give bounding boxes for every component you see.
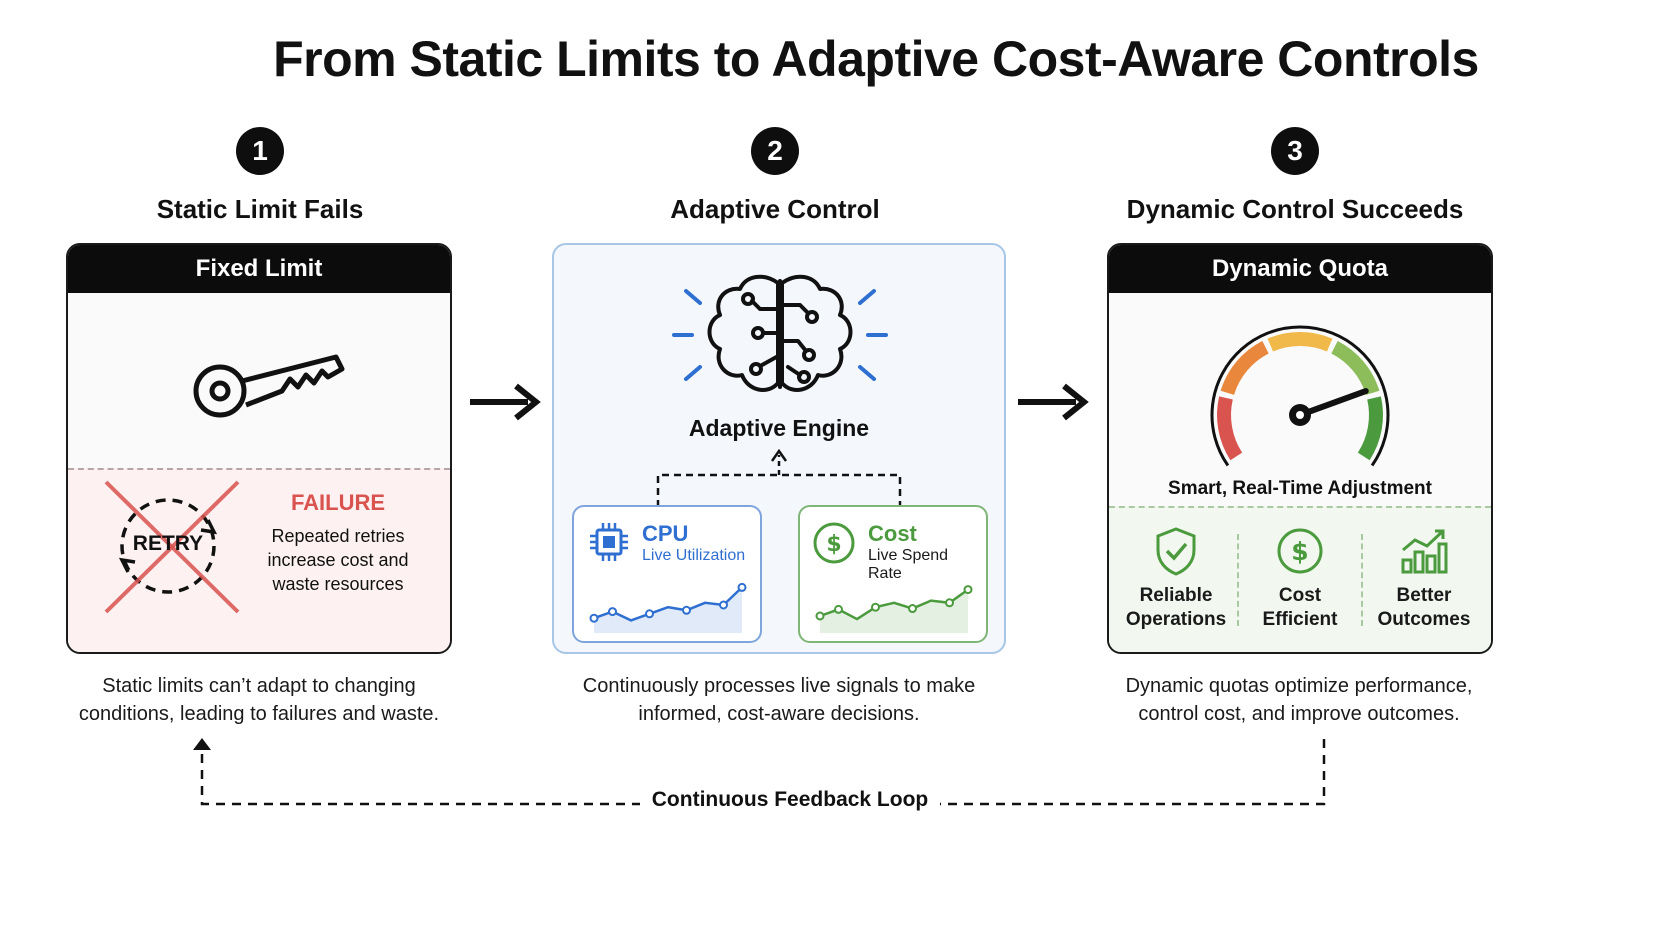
cpu-subtitle: Live Utilization	[642, 547, 746, 564]
sparkline-point	[963, 585, 973, 595]
page-title: From Static Limits to Adaptive Cost-Awar…	[273, 31, 1479, 87]
dynamic-quota-header: Dynamic Quota	[1109, 245, 1491, 293]
dollar-coin-icon: $	[813, 522, 855, 564]
growth-chart-icon	[1401, 529, 1448, 574]
sparkline-point	[737, 582, 747, 592]
feedback-loop-label: Continuous Feedback Loop	[640, 788, 940, 812]
step-2-number: 2	[751, 127, 799, 175]
sparkline-point	[719, 600, 728, 610]
failure-line-2: increase cost and	[267, 550, 409, 570]
arrow-right-icon	[1018, 383, 1089, 421]
step-1-number: 1	[236, 127, 284, 175]
sparkline-line	[819, 588, 969, 621]
cost-subtitle: Live Spend Rate	[868, 547, 949, 582]
gauge-needle	[1297, 388, 1369, 418]
adaptive-control-card: Adaptive Engine CPU Live Utilization $ C…	[552, 243, 1006, 654]
svg-text:$: $	[1291, 537, 1308, 566]
sparkline-point	[834, 604, 843, 614]
arrow-right-icon	[470, 383, 541, 421]
sparkline-line	[593, 586, 743, 622]
sparkline-point	[608, 607, 617, 617]
shield-check-icon	[1156, 527, 1196, 576]
fixed-limit-header: Fixed Limit	[68, 245, 450, 293]
svg-text:$: $	[826, 532, 841, 557]
failure-label: FAILURE	[290, 490, 386, 515]
sparkline-point	[645, 609, 654, 619]
cost-title: Cost	[868, 521, 917, 546]
fixed-limit-card: Fixed Limit RETRY FAILURE Repeated retri…	[66, 243, 452, 654]
signal-connector	[656, 449, 902, 507]
brain-icon	[672, 274, 888, 392]
step-3-number: 3	[1271, 127, 1319, 175]
sparkline-point	[945, 598, 954, 608]
sparkline-point	[682, 605, 691, 615]
benefit-reliable-operations: Reliable Operations	[1125, 585, 1227, 630]
failure-line-1: Repeated retries	[271, 526, 405, 546]
sparkline-point	[871, 602, 880, 612]
step-1-caption: Static limits can’t adapt to changing co…	[78, 675, 440, 725]
gauge-icon	[1210, 325, 1390, 467]
dollar-coin-icon: $	[1277, 528, 1323, 574]
key-icon	[193, 354, 345, 418]
step-3-title: Dynamic Control Succeeds	[1126, 194, 1464, 224]
failure-description: Repeated retries increase cost and waste…	[248, 524, 428, 596]
benefits-zone: Reliable Operations $ Cost Efficient Bet…	[1109, 506, 1491, 652]
failure-zone: RETRY FAILURE Repeated retries increase …	[68, 468, 450, 652]
step-3-caption: Dynamic quotas optimize performance, con…	[1125, 675, 1473, 725]
step-2-title: Adaptive Control	[670, 194, 880, 224]
gauge-label: Smart, Real-Time Adjustment	[1168, 478, 1432, 499]
benefit-better-outcomes: Better Outcomes	[1377, 585, 1471, 630]
dynamic-quota-card: Dynamic Quota Smart, Real-Time Adjustmen…	[1107, 243, 1493, 654]
adaptive-engine-label: Adaptive Engine	[688, 415, 870, 441]
cpu-signal-card: CPU Live Utilization	[572, 505, 762, 643]
step-2-caption: Continuously processes live signals to m…	[582, 675, 976, 725]
step-1-title: Static Limit Fails	[156, 194, 364, 224]
failure-line-3: waste resources	[272, 574, 404, 594]
sparkline-area	[820, 589, 968, 633]
sparkline-point	[815, 611, 825, 621]
sparkline-point	[908, 604, 917, 614]
sparkline-point	[589, 613, 599, 623]
cpu-chip-icon	[590, 523, 628, 561]
cpu-sparkline	[589, 582, 747, 633]
cost-sparkline	[815, 585, 973, 633]
benefit-cost-efficient: Cost Efficient	[1262, 585, 1338, 630]
retry-label: RETRY	[132, 532, 204, 555]
cpu-title: CPU	[642, 521, 689, 546]
feedback-loop-path	[193, 738, 1326, 806]
retry-cycle-icon	[104, 480, 240, 614]
cost-signal-card: $ Cost Live Spend Rate	[798, 505, 988, 643]
